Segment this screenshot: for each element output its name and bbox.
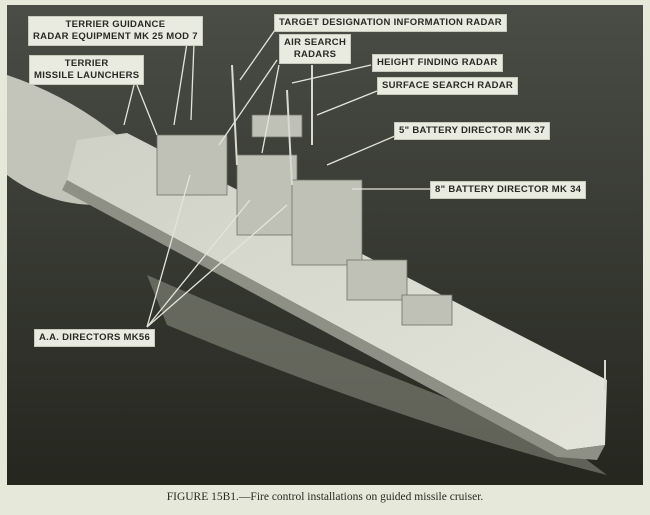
figure-caption: FIGURE 15B1.—Fire control installations … bbox=[166, 491, 484, 503]
hull-shadow bbox=[62, 180, 605, 460]
label-line: TERRIER bbox=[64, 58, 109, 69]
ship-hull bbox=[67, 133, 607, 450]
label-8in-battery-director: 8" BATTERY DIRECTOR MK 34 bbox=[430, 181, 587, 199]
label-height-finding-radar: HEIGHT FINDING RADAR bbox=[372, 54, 503, 72]
label-air-search-radars: AIR SEARCH RADARS bbox=[279, 34, 352, 64]
label-aa-directors: A.A. DIRECTORS MK56 bbox=[34, 329, 156, 347]
label-line: RADARS bbox=[293, 49, 337, 60]
leader-lines bbox=[123, 29, 430, 328]
label-line: TERRIER GUIDANCE bbox=[65, 19, 166, 30]
label-terrier-guidance-radar: TERRIER GUIDANCE RADAR EQUIPMENT MK 25 M… bbox=[28, 16, 203, 46]
label-line: AIR SEARCH bbox=[284, 37, 347, 48]
label-line: MISSILE LAUNCHERS bbox=[34, 70, 140, 81]
ship-photograph bbox=[7, 5, 643, 485]
label-line: RADAR EQUIPMENT MK 25 MOD 7 bbox=[33, 31, 198, 42]
bow-wave bbox=[147, 275, 607, 475]
label-terrier-missile-launchers: TERRIER MISSILE LAUNCHERS bbox=[29, 55, 145, 85]
label-5in-battery-director: 5" BATTERY DIRECTOR MK 37 bbox=[394, 122, 551, 140]
label-surface-search-radar: SURFACE SEARCH RADAR bbox=[377, 77, 519, 95]
label-target-designation-radar: TARGET DESIGNATION INFORMATION RADAR bbox=[274, 14, 507, 32]
